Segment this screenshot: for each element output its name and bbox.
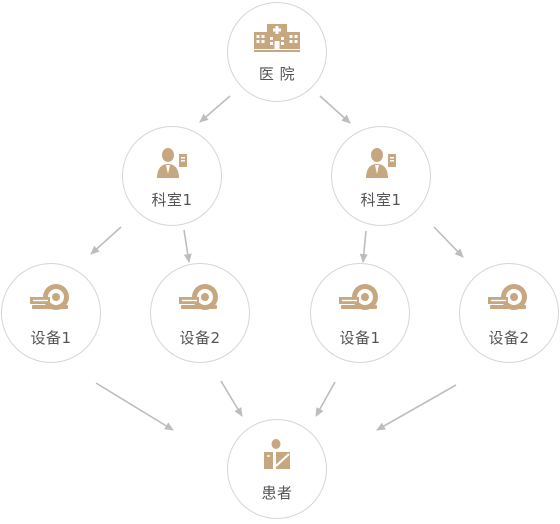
- scanner-icon: [339, 284, 378, 310]
- patient-icon: [264, 439, 290, 469]
- node-department-right: 科室1: [331, 126, 431, 226]
- arrow-device-2-to-patient: [220, 380, 243, 417]
- node-label: 科室1: [151, 191, 193, 209]
- scanner-icon: [488, 284, 527, 310]
- arrow-dept-left-to-device-1: [90, 226, 122, 255]
- node-label: 医 院: [258, 65, 296, 83]
- arrow-dept-right-to-device-4: [433, 226, 464, 258]
- hospital-icon: [254, 24, 300, 52]
- arrow-dept-right-to-device-3: [359, 230, 368, 263]
- arrow-hospital-to-dept-right: [319, 95, 351, 124]
- doctor-icon: [157, 148, 187, 178]
- arrow-device-3-to-patient: [315, 381, 336, 417]
- node-patient: 患者: [227, 419, 327, 519]
- arrow-device-4-to-patient: [376, 384, 457, 431]
- node-device-1: 设备1: [1, 263, 101, 363]
- arrow-device-1-to-patient: [95, 382, 174, 431]
- node-device-3: 设备1: [310, 263, 410, 363]
- arrow-dept-left-to-device-2: [183, 229, 192, 263]
- node-label: 科室1: [360, 191, 402, 209]
- doctor-icon: [366, 148, 396, 178]
- node-label: 设备2: [488, 329, 530, 347]
- node-label: 设备2: [179, 329, 221, 347]
- node-department-left: 科室1: [122, 126, 222, 226]
- node-device-4: 设备2: [459, 263, 559, 363]
- arrow-hospital-to-dept-left: [199, 95, 231, 123]
- node-label: 设备1: [30, 329, 72, 347]
- scanner-icon: [30, 284, 69, 310]
- node-label: 设备1: [339, 329, 381, 347]
- node-label: 患者: [261, 484, 293, 502]
- node-device-2: 设备2: [150, 263, 250, 363]
- scanner-icon: [179, 284, 218, 310]
- node-hospital: 医 院: [227, 2, 327, 102]
